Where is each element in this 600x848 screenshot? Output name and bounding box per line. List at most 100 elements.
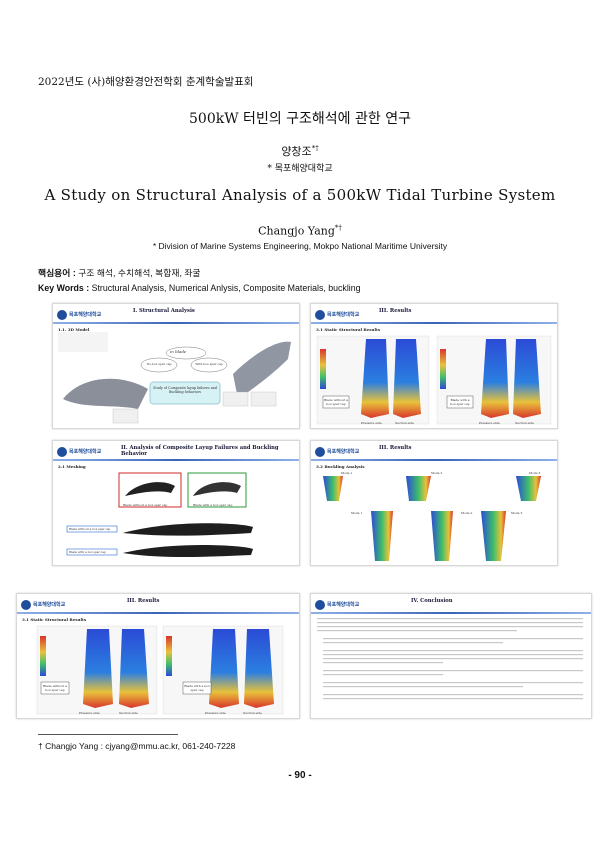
footnote-text: Changjo Yang : cjyang@mmu.ac.kr, 061-240… bbox=[45, 741, 236, 751]
blade-contour bbox=[119, 629, 149, 708]
slide-subtitle: 2.1 Meshing bbox=[58, 464, 86, 469]
seal-icon bbox=[315, 309, 325, 320]
conference-header: 2022년도 (사)해양환경안전학회 춘계학술발표회 bbox=[38, 76, 254, 88]
slide-subtitle: 3.1 Static Structural Results bbox=[22, 617, 87, 622]
blade-contour bbox=[244, 629, 274, 708]
slide-static-results-2: 목포해양대학교 III. Results 3.1 Static Structur… bbox=[16, 593, 300, 719]
blade-contour bbox=[209, 629, 239, 708]
buckling-mode-shape bbox=[371, 511, 393, 561]
mode-label: Mode 3 bbox=[529, 471, 541, 475]
blade-contour bbox=[393, 339, 421, 418]
blade-model-right bbox=[233, 341, 291, 399]
slide-figure bbox=[323, 476, 541, 561]
slide-section-title: II. Analysis of Composite Layup Failures… bbox=[121, 445, 279, 457]
university-logo: 목포해양대학교 bbox=[315, 445, 375, 458]
affiliation-english: * Division of Marine Systems Engineering… bbox=[152, 241, 448, 251]
paper-title-english: A Study on Structural Analysis of a 500k… bbox=[44, 186, 556, 204]
color-legend bbox=[40, 636, 46, 676]
slide-subtitle: 3.1 Static Structural Results bbox=[316, 327, 381, 332]
conclusion-text-lines bbox=[317, 618, 583, 700]
pressure-side-label: Pressure side bbox=[361, 421, 382, 425]
blade-with-box-label: Blade with a box spar cap bbox=[450, 398, 470, 406]
slide-title-band bbox=[311, 459, 557, 461]
slide-figure bbox=[317, 618, 583, 700]
keywords-korean: 핵심용어 : 구조 해석, 수치해석, 복합재, 좌굴 bbox=[38, 266, 201, 279]
buckling-mode-shape bbox=[516, 476, 541, 501]
slide-title-band bbox=[17, 612, 299, 614]
keywords-english: Key Words : Structural Analysis, Numeric… bbox=[38, 283, 361, 293]
keywords-english-text: Structural Analysis, Numerical Anlysis, … bbox=[91, 283, 361, 293]
slide-figure bbox=[66, 472, 253, 557]
mesh-blade-label-without-box: Blade without a box spar cap bbox=[69, 527, 111, 531]
author-english-mark: *† bbox=[334, 224, 342, 232]
mesh-label-without-box: Blade without a box spar cap bbox=[123, 503, 168, 507]
university-logo: 목포해양대학교 bbox=[57, 445, 117, 458]
blade-label-bubble bbox=[165, 346, 207, 360]
slide-figure bbox=[316, 335, 552, 425]
slide-subtitle: 3.2 Buckling Analysis bbox=[316, 464, 365, 469]
mode-label: Mode 2 bbox=[431, 471, 443, 475]
author-korean-name: 양창조 bbox=[281, 145, 312, 158]
footnote-mark: † bbox=[38, 741, 43, 751]
no-box-label: No-box spar cap bbox=[146, 362, 172, 366]
keywords-korean-label: 핵심용어 : bbox=[38, 268, 76, 278]
author-korean-mark: *† bbox=[311, 144, 319, 153]
university-logo: 목포해양대학교 bbox=[21, 598, 81, 611]
slide-section-title: I. Structural Analysis bbox=[133, 308, 195, 314]
slide-structural-analysis: 목포해양대학교 I. Structural Analysis 1.1. 3D M… bbox=[52, 303, 300, 429]
color-legend bbox=[320, 349, 326, 389]
slide-section-title: III. Results bbox=[379, 445, 412, 451]
label-box bbox=[40, 681, 70, 695]
keywords-english-label: Key Words : bbox=[38, 283, 90, 293]
mesh-blade-bottom bbox=[123, 545, 253, 557]
blade-without-box-label: Blade without a box spar cap bbox=[43, 684, 67, 692]
pressure-side-label: Pressure side bbox=[479, 421, 500, 425]
affiliation-korean: * 목포해양대학교 bbox=[267, 164, 333, 174]
mode-label: Mode 1 bbox=[341, 471, 353, 475]
blade-contour bbox=[481, 339, 509, 418]
mesh-blade-label-with-box: Blade with a box spar cap bbox=[69, 550, 106, 554]
table-thumb bbox=[250, 391, 277, 407]
slide-title-band bbox=[311, 612, 591, 614]
label-box bbox=[322, 395, 350, 409]
slide-title-band bbox=[311, 322, 557, 324]
mesh-section-left bbox=[125, 482, 175, 496]
mesh-section-right bbox=[193, 482, 241, 496]
blade-contour bbox=[83, 629, 113, 708]
suction-side-label: Suction side bbox=[395, 421, 414, 425]
color-legend bbox=[166, 636, 172, 676]
mesh-label-with-box: Blade with a box spar cap bbox=[193, 503, 233, 507]
seal-icon bbox=[21, 599, 31, 610]
slide-subtitle: 1.1. 3D Model bbox=[58, 327, 90, 332]
slide-title-band bbox=[53, 322, 299, 324]
slide-static-results: 목포해양대학교 III. Results 3.1 Static Structur… bbox=[310, 303, 558, 429]
buckling-mode-shape bbox=[481, 511, 506, 561]
slide-title-band bbox=[53, 459, 299, 461]
slide-section-title: III. Results bbox=[127, 598, 160, 604]
table-thumb bbox=[112, 408, 139, 424]
study-label: Study of Composite layup failures and Bu… bbox=[153, 386, 217, 394]
blade-without-box-label: Blade without a box spar cap bbox=[324, 398, 348, 406]
slide-meshing: 목포해양대학교 II. Analysis of Composite Layup … bbox=[52, 440, 300, 566]
blade-contour bbox=[513, 339, 541, 418]
slide-figure bbox=[36, 625, 284, 715]
buckling-mode-shape bbox=[406, 476, 431, 501]
slide-buckling: 목포해양대학교 III. Results 3.2 Buckling Analys… bbox=[310, 440, 558, 566]
university-logo: 목포해양대학교 bbox=[57, 308, 117, 321]
color-legend bbox=[440, 349, 446, 389]
page-number: - 90 - bbox=[288, 770, 312, 781]
no-box-bubble bbox=[140, 357, 178, 373]
mode-label: Mode 1 bbox=[351, 511, 363, 515]
author-english: Changjo Yang*† bbox=[0, 224, 600, 238]
slide-conclusion: 목포해양대학교 IV. Conclusion bbox=[310, 593, 592, 719]
suction-side-label: Suction side bbox=[119, 711, 138, 715]
paper-title-korean: 500kW 터빈의 구조해석에 관한 연구 bbox=[189, 111, 411, 127]
label-box-blue bbox=[66, 548, 118, 556]
slide-figure bbox=[58, 332, 291, 424]
keywords-korean-text: 구조 해석, 수치해석, 복합재, 좌굴 bbox=[78, 268, 201, 278]
blade-model-left bbox=[63, 378, 148, 409]
suction-side-label: Suction side bbox=[515, 421, 534, 425]
university-logo: 목포해양대학교 bbox=[315, 308, 375, 321]
study-box bbox=[149, 381, 221, 405]
table-thumb bbox=[222, 391, 249, 407]
